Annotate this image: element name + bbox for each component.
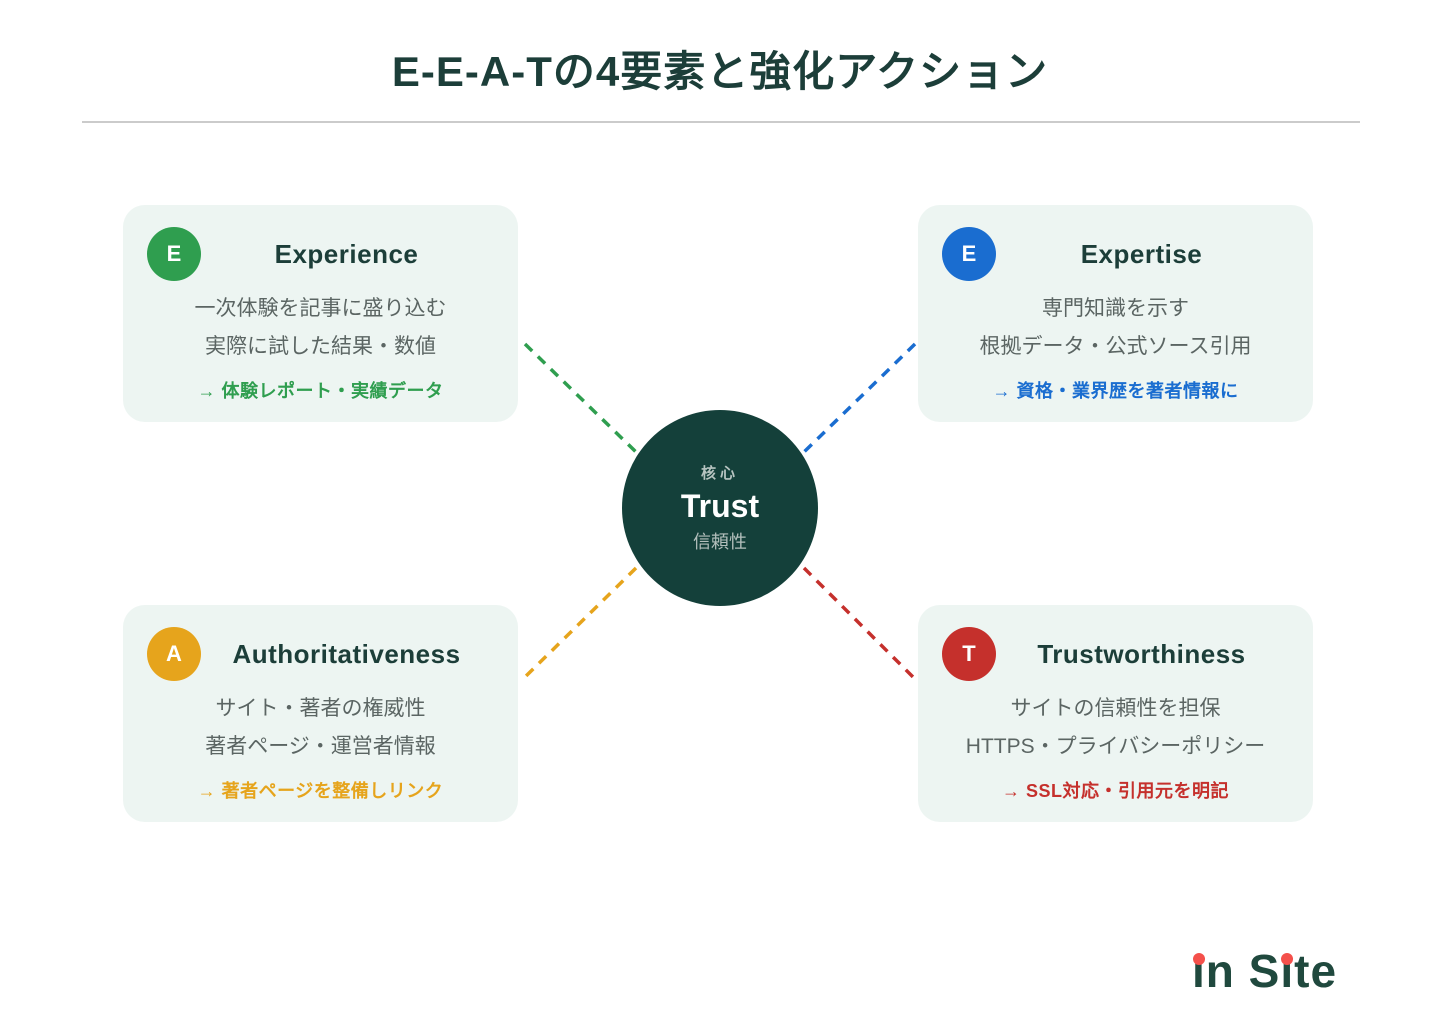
card-trustworthiness-description: サイトの信頼性を担保 HTTPS・プライバシーポリシー — [918, 690, 1313, 766]
card-trustworthiness-header: T Trustworthiness — [942, 627, 1287, 681]
card-experience-action: → 体験レポート・実績データ — [197, 380, 444, 401]
card-expertise-title: Expertise — [1080, 238, 1203, 269]
page-title: E-E-A-Tの4要素と強化アクション — [391, 48, 1049, 95]
card-authoritativeness-action: → 著者ページを整備しリンク — [197, 780, 444, 801]
card-authoritativeness-line-1: サイト・著者の権威性 — [215, 697, 426, 720]
card-authoritativeness-description: サイト・著者の権威性 著者ページ・運営者情報 — [123, 690, 518, 766]
card-expertise: E Expertise 専門知識を示す 根拠データ・公式ソース引用 → 資格・業… — [918, 205, 1313, 422]
card-expertise-line-1: 専門知識を示す — [1042, 297, 1189, 320]
experience-badge: E — [147, 227, 201, 281]
card-authoritativeness: A Authoritativeness サイト・著者の権威性 著者ページ・運営者… — [123, 605, 518, 822]
logo-red-dot — [1281, 952, 1294, 965]
card-experience-description: 一次体験を記事に盛り込む 実際に試した結果・数値 — [123, 290, 518, 366]
connector-expertise-line — [802, 342, 917, 454]
card-expertise-header: E Expertise — [942, 227, 1287, 281]
card-trustworthiness-title: Trustworthiness — [1037, 638, 1246, 669]
trustworthiness-badge: T — [942, 627, 996, 681]
connector-experience-line — [523, 342, 638, 454]
card-experience-header: E Experience — [147, 227, 492, 281]
card-trustworthiness-line-1: サイトの信頼性を担保 — [1010, 697, 1221, 720]
card-expertise-action: → 資格・業界歴を著者情報に — [992, 380, 1239, 401]
card-experience-line-1: 一次体験を記事に盛り込む — [194, 297, 447, 320]
connector-trustworthiness-line — [802, 566, 919, 683]
logo-letter-i: ı — [1280, 945, 1295, 997]
authoritativeness-badge: A — [147, 627, 201, 681]
trust-main-label: Trust — [680, 488, 760, 524]
expertise-badge: E — [942, 227, 996, 281]
card-experience: E Experience 一次体験を記事に盛り込む 実際に試した結果・数値 → … — [123, 205, 518, 422]
card-authoritativeness-line-2: 著者ページ・運営者情報 — [205, 734, 436, 758]
card-authoritativeness-header: A Authoritativeness — [147, 627, 492, 681]
card-trustworthiness: T Trustworthiness サイトの信頼性を担保 HTTPS・プライバシ… — [918, 605, 1313, 822]
card-experience-title: Experience — [274, 238, 419, 269]
card-expertise-line-2: 根拠データ・公式ソース引用 — [979, 334, 1252, 358]
title-divider — [82, 121, 1360, 123]
trust-sub-label: 信頼性 — [693, 532, 747, 552]
logo-letter-i: ı — [1192, 945, 1206, 997]
card-trustworthiness-action: → SSL対応・引用元を明記 — [1001, 780, 1229, 801]
card-experience-line-2: 実際に試した結果・数値 — [205, 334, 436, 358]
card-trustworthiness-line-2: HTTPS・プライバシーポリシー — [965, 734, 1266, 758]
logo-red-dot — [1192, 952, 1205, 965]
card-expertise-description: 専門知識を示す 根拠データ・公式ソース引用 — [918, 290, 1313, 366]
trust-core-label: 核心 — [700, 465, 739, 482]
card-authoritativeness-title: Authoritativeness — [232, 638, 461, 669]
trust-core-circle: 核心 Trust 信頼性 — [622, 410, 818, 606]
connector-authoritativeness-line — [521, 566, 638, 681]
